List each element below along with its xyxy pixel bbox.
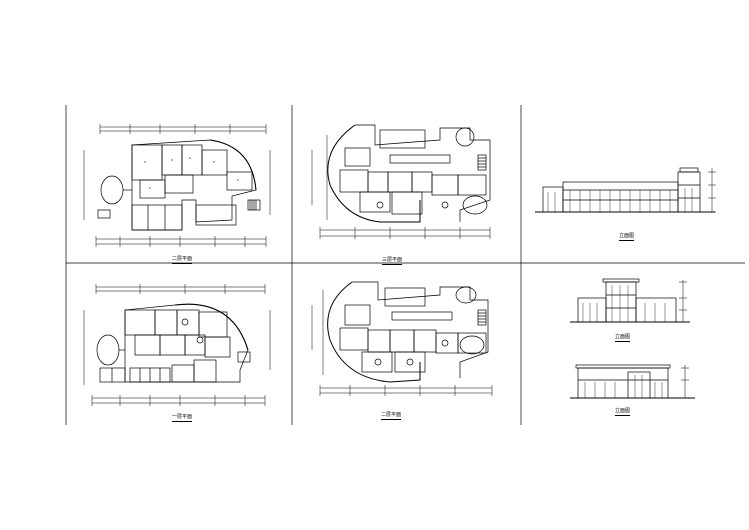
- caption-elevation-bottom-right-upper: 立面图: [615, 334, 631, 340]
- caption-floor-plan-bottom-middle: 二层平面: [381, 412, 402, 418]
- panel-grid: [65, 105, 745, 425]
- caption-floor-plan-top-left: 二层平面: [172, 256, 193, 262]
- caption-elevation-bottom-right-lower: 立面图: [615, 408, 631, 414]
- caption-floor-plan-top-middle: 三层平面: [382, 257, 403, 263]
- caption-elevation-top-right: 立面图: [619, 233, 635, 239]
- elevation-top-right: [535, 167, 716, 213]
- elevation-bottom-right-lower: [570, 364, 695, 399]
- floor-plan-top-left: [83, 124, 271, 247]
- caption-floor-plan-bottom-left: 一层平面: [172, 414, 193, 420]
- floor-plan-bottom-middle: [311, 281, 493, 396]
- elevation-bottom-right-upper: [570, 278, 690, 323]
- floor-plan-top-middle: [311, 124, 491, 239]
- floor-plan-bottom-left: [83, 284, 271, 406]
